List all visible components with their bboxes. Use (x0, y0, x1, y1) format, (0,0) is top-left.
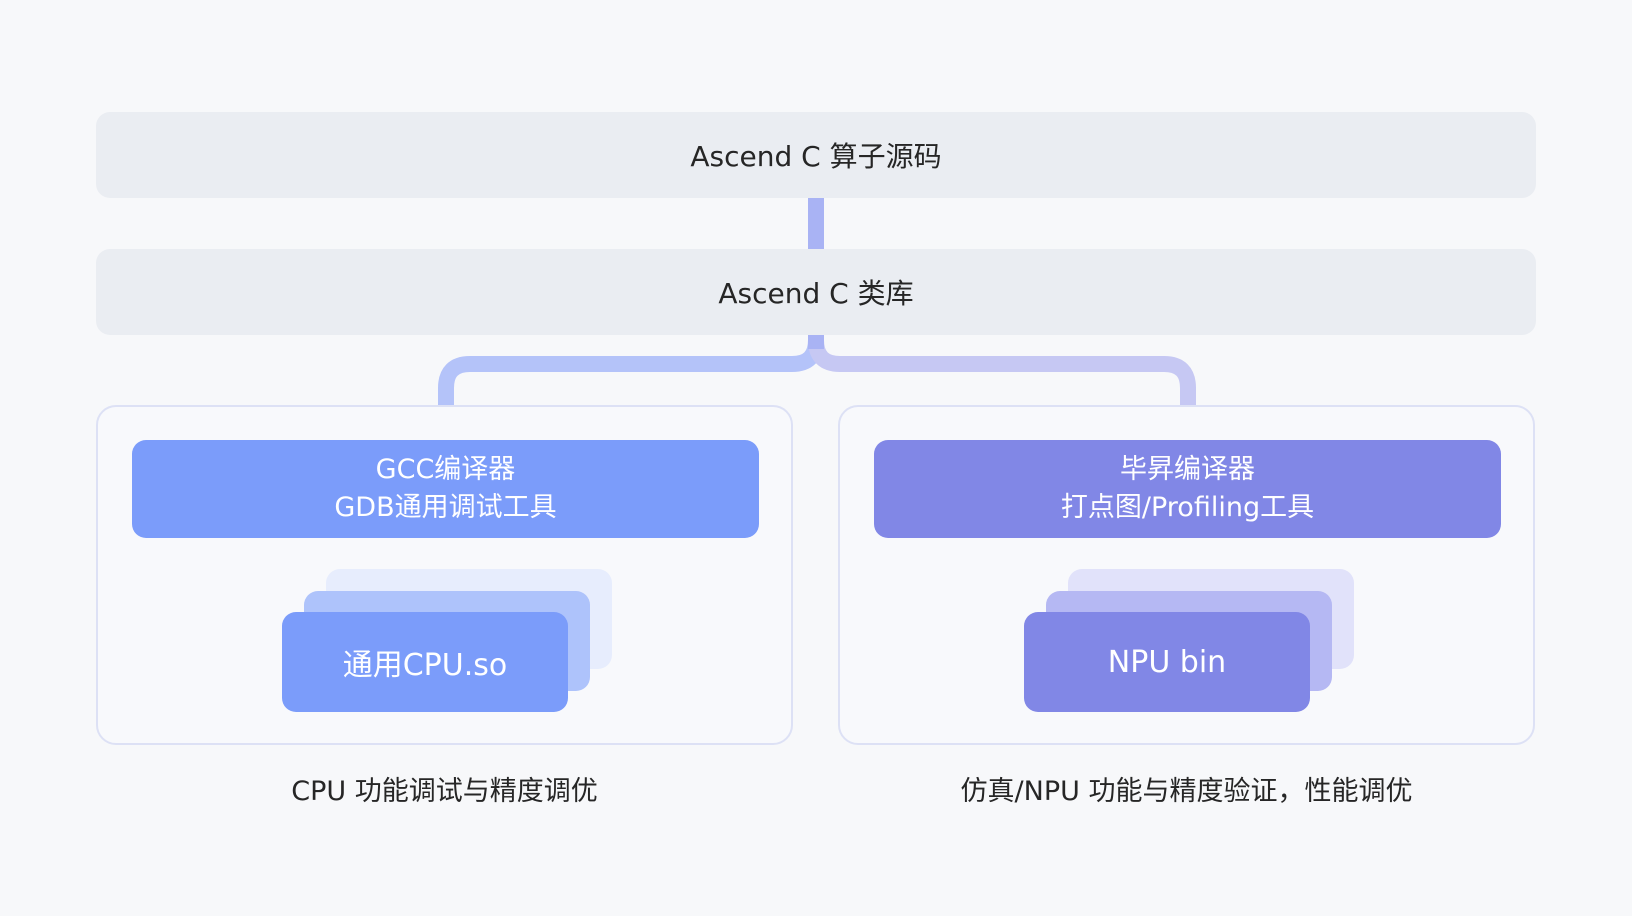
gcc-compiler-label: GCC编译器 (375, 454, 516, 485)
gdb-debug-tool-label: GDB通用调试工具 (334, 492, 557, 523)
npu-output-card: NPU bin (1024, 612, 1310, 712)
npu-toolchain-box: 毕昇编译器 打点图/Profiling工具 (874, 440, 1501, 538)
class-library-layer: Ascend C 类库 (96, 249, 1536, 335)
source-code-layer: Ascend C 算子源码 (96, 112, 1536, 198)
source-code-label: Ascend C 算子源码 (690, 140, 942, 173)
cpu-caption-text: CPU 功能调试与精度调优 (291, 775, 598, 807)
cpu-caption: CPU 功能调试与精度调优 (96, 768, 793, 808)
vertical-connector (808, 198, 824, 249)
npu-caption: 仿真/NPU 功能与精度验证，性能调优 (838, 768, 1535, 808)
cpu-panel: GCC编译器 GDB通用调试工具 通用CPU.so (96, 405, 793, 745)
class-library-label: Ascend C 类库 (718, 277, 914, 310)
npu-panel: 毕昇编译器 打点图/Profiling工具 NPU bin (838, 405, 1535, 745)
branch-connector-cpu (438, 335, 824, 406)
npu-caption-text: 仿真/NPU 功能与精度验证，性能调优 (960, 775, 1413, 807)
branch-stem (808, 335, 824, 349)
npu-output-label: NPU bin (1107, 644, 1227, 680)
cpu-output-card: 通用CPU.so (282, 612, 568, 712)
branch-connector-npu (808, 335, 1196, 406)
bisheng-compiler-label: 毕昇编译器 (1120, 454, 1255, 485)
cpu-output-label: 通用CPU.so (342, 648, 508, 683)
cpu-toolchain-box: GCC编译器 GDB通用调试工具 (132, 440, 759, 538)
profiling-tool-label: 打点图/Profiling工具 (1060, 492, 1315, 523)
